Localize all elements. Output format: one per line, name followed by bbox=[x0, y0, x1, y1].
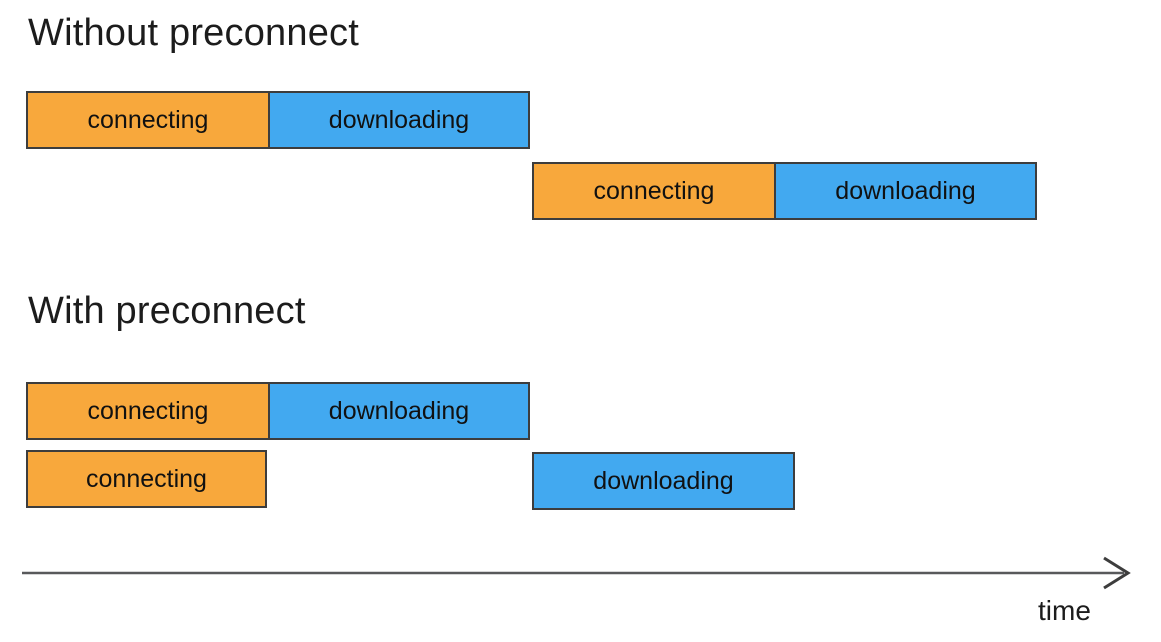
bar-label: connecting bbox=[86, 464, 207, 493]
connecting-bar: connecting bbox=[28, 384, 268, 438]
timeline-row-preconnect-connecting: connecting bbox=[26, 450, 267, 508]
timeline-row-request-1: connecting downloading bbox=[26, 91, 530, 149]
connecting-bar: connecting bbox=[28, 452, 265, 506]
time-axis-arrow-icon bbox=[22, 556, 1131, 590]
connecting-bar: connecting bbox=[534, 164, 774, 218]
section-heading-without-preconnect: Without preconnect bbox=[28, 12, 359, 54]
bar-label: downloading bbox=[328, 105, 470, 134]
downloading-bar: downloading bbox=[774, 164, 1035, 218]
section-heading-with-preconnect: With preconnect bbox=[28, 290, 306, 332]
time-axis-label: time bbox=[1038, 595, 1091, 626]
timeline-row-request-1-preconnect: connecting downloading bbox=[26, 382, 530, 440]
bar-label: connecting bbox=[593, 176, 715, 205]
connecting-bar: connecting bbox=[28, 93, 268, 147]
downloading-bar: downloading bbox=[268, 93, 528, 147]
downloading-bar: downloading bbox=[534, 454, 793, 508]
bar-label: connecting bbox=[87, 105, 209, 134]
bar-label: downloading bbox=[593, 466, 734, 495]
bar-label: downloading bbox=[835, 176, 976, 205]
timeline-row-preconnect-downloading: downloading bbox=[532, 452, 795, 510]
timeline-row-request-2: connecting downloading bbox=[532, 162, 1037, 220]
downloading-bar: downloading bbox=[268, 384, 528, 438]
bar-label: connecting bbox=[87, 396, 209, 425]
bar-label: downloading bbox=[328, 396, 470, 425]
